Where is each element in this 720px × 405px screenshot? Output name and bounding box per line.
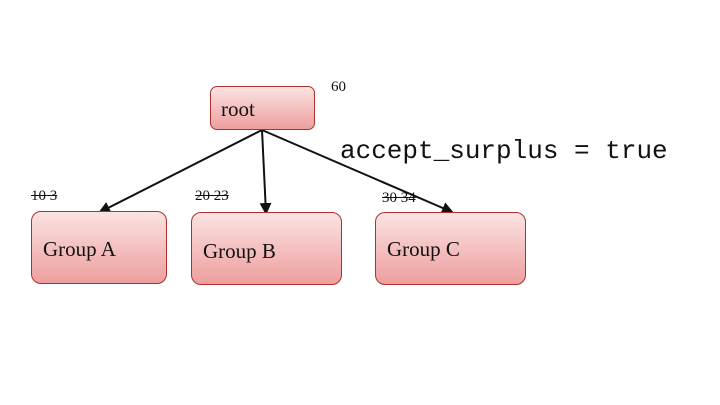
group-c-label: Group C: [387, 237, 460, 261]
edge-root-to-group-c: [261, 129, 454, 214]
group-c-node[interactable]: Group C: [375, 212, 526, 285]
group-a-node[interactable]: Group A: [31, 211, 167, 284]
root-label: root: [221, 97, 255, 121]
root-node[interactable]: root: [210, 86, 315, 130]
edge-root-to-group-b: [259, 129, 272, 215]
accept-surplus-annotation: accept_surplus = true: [340, 136, 668, 166]
group-a-label: Group A: [43, 237, 116, 261]
group-b-label: Group B: [203, 239, 276, 263]
group-c-range: 30 34: [382, 190, 416, 206]
edge-root-to-group-a: [98, 129, 263, 213]
root-value: 60: [331, 79, 346, 95]
group-a-range: 10 3: [31, 188, 58, 204]
group-b-node[interactable]: Group B: [191, 212, 342, 285]
group-b-range: 20 23: [195, 188, 229, 204]
